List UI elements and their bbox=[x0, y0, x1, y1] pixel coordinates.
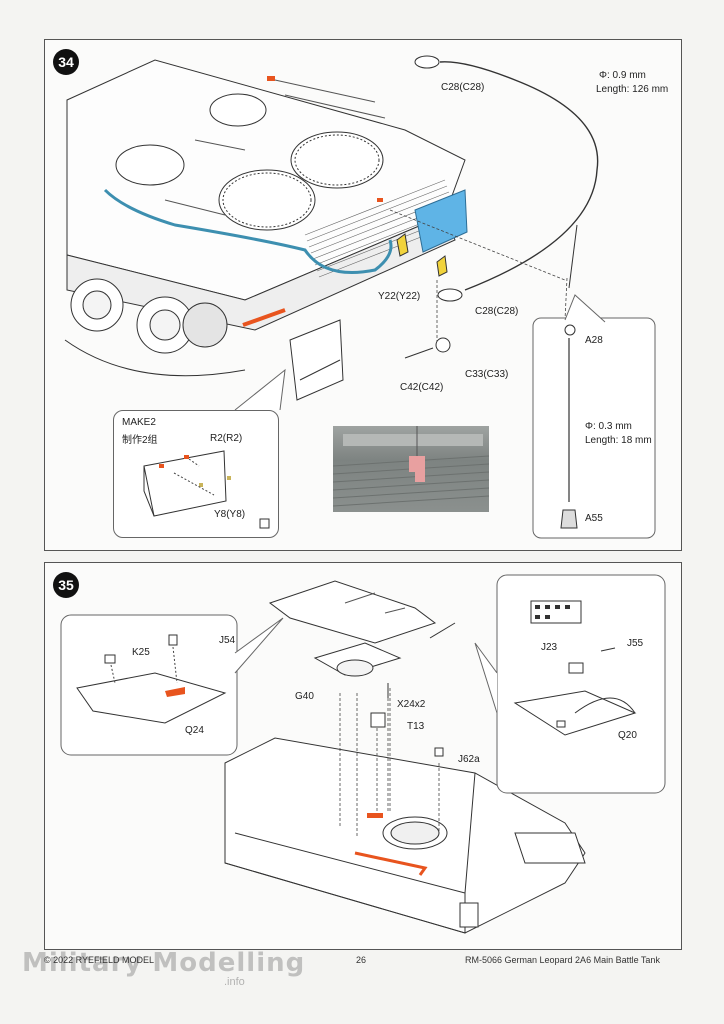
label-j54: J54 bbox=[219, 635, 236, 646]
label-c33: C33(C33) bbox=[465, 369, 509, 380]
footer-product: RM-5066 German Leopard 2A6 Main Battle T… bbox=[465, 955, 660, 965]
label-c28-bottom: C28(C28) bbox=[475, 306, 519, 317]
photo-drawing bbox=[333, 426, 489, 507]
footer-copyright: © 2022 RYEFIELD MODEL bbox=[44, 955, 155, 965]
step-number-badge: 35 bbox=[53, 572, 79, 598]
label-k25: K25 bbox=[132, 647, 150, 658]
label-q24: Q24 bbox=[185, 725, 204, 736]
label-c28-top: C28(C28) bbox=[441, 82, 485, 93]
step-number-badge: 34 bbox=[53, 49, 79, 75]
label-j23: J23 bbox=[541, 642, 558, 653]
reference-photo bbox=[333, 426, 489, 512]
label-antenna-diameter: Φ: 0.3 mm bbox=[585, 421, 632, 432]
step-35-panel: 35 bbox=[44, 562, 682, 950]
bracket-drawing bbox=[143, 450, 270, 529]
callout-title-cn: 制作2组 bbox=[122, 435, 158, 446]
watermark-suffix: .info bbox=[224, 976, 245, 988]
label-x24: X24x2 bbox=[397, 699, 426, 710]
label-c42: C42(C42) bbox=[400, 382, 444, 393]
label-q20: Q20 bbox=[618, 730, 637, 741]
step-34-panel: 34 bbox=[44, 39, 682, 551]
footer-page-number: 26 bbox=[356, 955, 367, 965]
label-y8: Y8(Y8) bbox=[214, 509, 246, 520]
label-a55: A55 bbox=[585, 513, 603, 524]
label-r2: R2(R2) bbox=[210, 433, 243, 444]
label-a28: A28 bbox=[585, 335, 603, 346]
label-wire-diameter: Φ: 0.9 mm bbox=[599, 70, 646, 81]
label-antenna-length: Length: 18 mm bbox=[585, 435, 652, 446]
label-t13: T13 bbox=[407, 721, 425, 732]
label-wire-length: Length: 126 mm bbox=[596, 84, 669, 95]
label-j62a: J62a bbox=[458, 754, 480, 765]
label-j55: J55 bbox=[627, 638, 644, 649]
make2-callout: MAKE2 制作2组 R2(R2) Y8(Y8) bbox=[113, 410, 279, 538]
label-g40: G40 bbox=[295, 691, 314, 702]
label-y22: Y22(Y22) bbox=[378, 291, 421, 302]
step-34-drawing bbox=[64, 55, 656, 539]
callout-title: MAKE2 bbox=[122, 417, 156, 428]
watermark-logo: Military Modelling bbox=[22, 948, 306, 978]
step-35-drawing bbox=[60, 574, 666, 934]
